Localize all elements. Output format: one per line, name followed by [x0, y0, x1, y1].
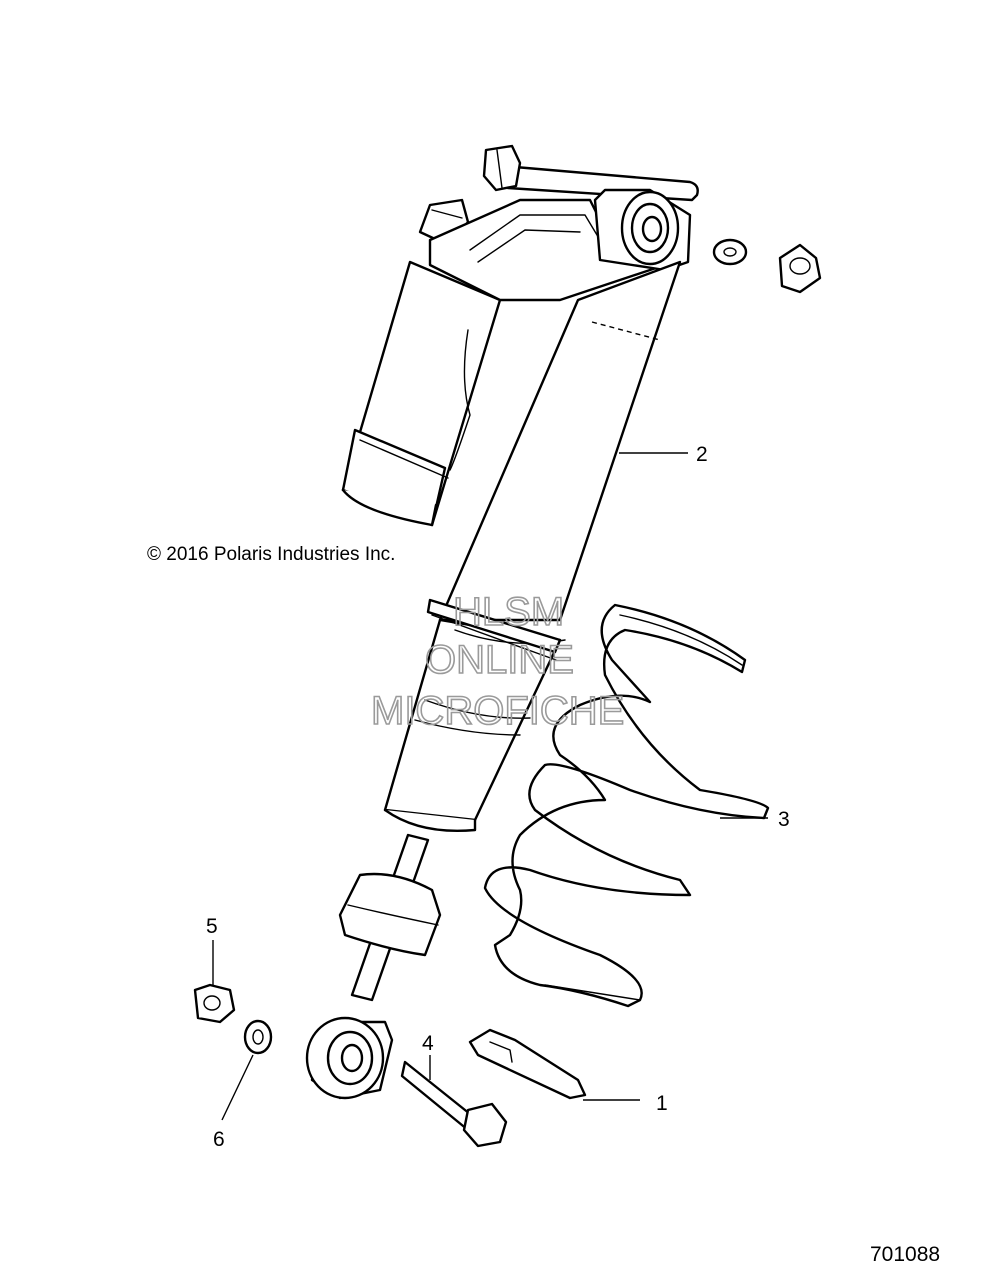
- top-bolt: [482, 144, 699, 202]
- shock-reservoir: [341, 198, 502, 527]
- watermark-line2: ONLINE: [425, 638, 574, 682]
- leader-6: [221, 1054, 254, 1121]
- shock-shaft: [338, 833, 442, 1002]
- callout-1: 1: [656, 1092, 668, 1115]
- part-5-nut: [193, 983, 236, 1024]
- part-1-spring-clip: [468, 1028, 587, 1100]
- callout-2: 2: [696, 443, 708, 466]
- watermark-line3: MICROFICHE: [371, 689, 624, 733]
- copyright-notice: © 2016 Polaris Industries Inc.: [147, 544, 395, 565]
- callout-5: 5: [206, 915, 218, 938]
- part-4-bolt: [400, 1060, 508, 1148]
- diagram-number: 701088: [870, 1243, 940, 1266]
- top-nut: [778, 243, 822, 294]
- watermark: HLSM ONLINE MICROFICHE: [370, 589, 625, 734]
- coil-spring: [483, 603, 770, 1008]
- shock-top-body: [428, 188, 692, 302]
- top-washer: [712, 238, 748, 266]
- part-6-washer: [243, 1019, 273, 1055]
- shock-bottom-eyelet: [305, 1016, 394, 1100]
- shock-body: [383, 260, 682, 832]
- watermark-line1: HLSM: [453, 590, 564, 634]
- callout-4: 4: [422, 1032, 434, 1055]
- callout-6: 6: [213, 1128, 225, 1151]
- callout-3: 3: [778, 808, 790, 831]
